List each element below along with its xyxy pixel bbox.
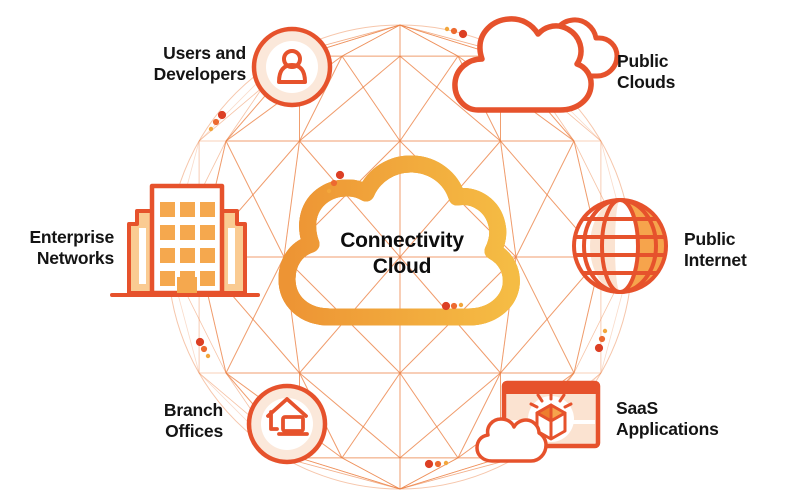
app-window-box-icon — [475, 380, 601, 463]
building-door — [177, 277, 197, 293]
label-enterprise-networks: Enterprise Networks — [29, 227, 114, 268]
label-branch-offices: Branch Offices — [163, 400, 223, 441]
label-saas-applications: SaaS Applications — [616, 398, 719, 439]
connectivity-cloud-shape — [278, 164, 511, 326]
center-title-line1: Connectivity — [340, 229, 464, 252]
large-cloud — [452, 16, 594, 113]
office-building-icon — [110, 183, 260, 297]
home-laptop-circle-icon — [246, 383, 328, 465]
center-cloud-title: Connectivity Cloud — [292, 228, 512, 280]
label-public-internet: Public Internet — [684, 229, 747, 270]
label-users-developers: Users and Developers — [153, 43, 247, 84]
center-title-line2: Cloud — [372, 255, 432, 278]
person-circle-icon — [251, 26, 333, 108]
burst-rays — [529, 390, 573, 409]
globe-icon — [572, 198, 668, 294]
small-cloud — [475, 417, 548, 463]
dot-trails — [195, 26, 608, 469]
label-public-clouds: Public Clouds — [617, 51, 676, 92]
window-title-bar — [504, 383, 598, 394]
clouds-icon — [452, 16, 620, 113]
